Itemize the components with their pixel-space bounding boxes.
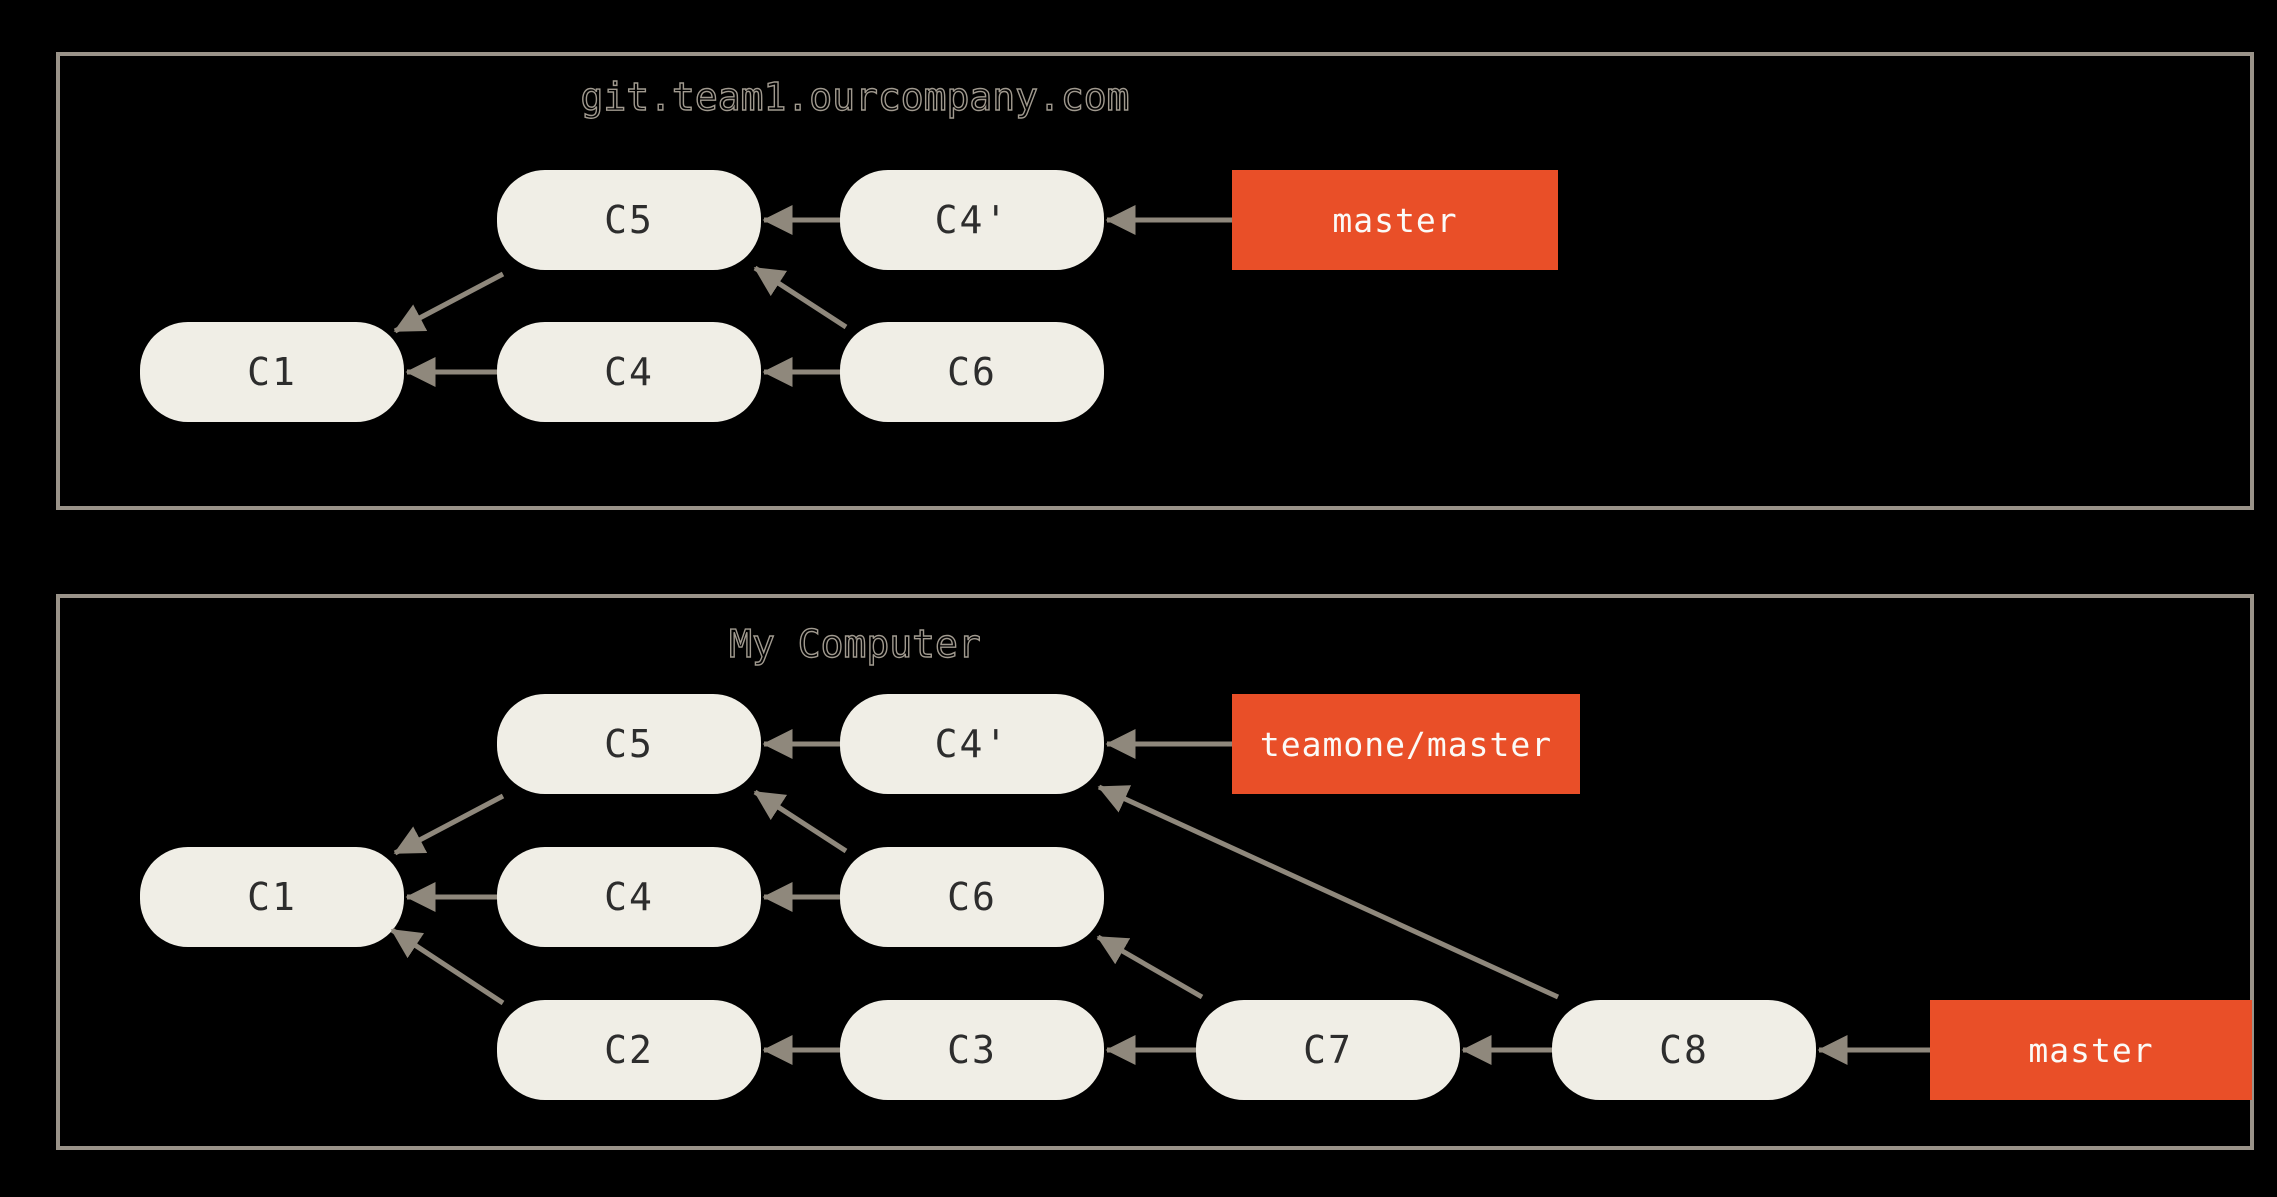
commit-node-c4-prime: C4'	[840, 694, 1104, 794]
panel-server: C5 C4' master C1 C4 C6	[56, 52, 2254, 510]
commit-node-c6: C6	[840, 847, 1104, 947]
branch-label-master: master	[1232, 170, 1558, 270]
commit-node-c4: C4	[497, 322, 761, 422]
commit-label-c4: C4	[604, 350, 654, 394]
commit-label-c5: C5	[604, 722, 654, 766]
commit-node-c2: C2	[497, 1000, 761, 1100]
commit-node-c1: C1	[140, 322, 404, 422]
branch-label-master-text: master	[2028, 1030, 2154, 1070]
commit-node-c4-prime: C4'	[840, 170, 1104, 270]
commit-label-c6: C6	[947, 875, 997, 919]
commit-label-c1: C1	[247, 875, 297, 919]
commit-label-c2: C2	[604, 1028, 654, 1072]
commit-label-c4-prime: C4'	[934, 198, 1010, 242]
commit-node-c5: C5	[497, 170, 761, 270]
commit-node-c3: C3	[840, 1000, 1104, 1100]
commit-node-c5: C5	[497, 694, 761, 794]
commit-node-c8: C8	[1552, 1000, 1816, 1100]
branch-label-master: master	[1930, 1000, 2252, 1100]
commit-node-c4: C4	[497, 847, 761, 947]
commit-label-c8: C8	[1659, 1028, 1709, 1072]
commit-label-c7: C7	[1303, 1028, 1353, 1072]
commit-label-c4: C4	[604, 875, 654, 919]
branch-label-teamone-master-text: teamone/master	[1259, 724, 1553, 764]
branch-label-master-text: master	[1332, 200, 1458, 240]
commit-label-c6: C6	[947, 350, 997, 394]
commit-label-c3: C3	[947, 1028, 997, 1072]
commit-label-c1: C1	[247, 350, 297, 394]
commit-label-c4-prime: C4'	[934, 722, 1010, 766]
commit-label-c5: C5	[604, 198, 654, 242]
panel-my-computer: C5 C4' teamone/master C1 C4 C6 C2 C3 C7 …	[56, 594, 2254, 1150]
branch-label-teamone-master: teamone/master	[1232, 694, 1580, 794]
commit-node-c6: C6	[840, 322, 1104, 422]
commit-node-c7: C7	[1196, 1000, 1460, 1100]
commit-node-c1: C1	[140, 847, 404, 947]
